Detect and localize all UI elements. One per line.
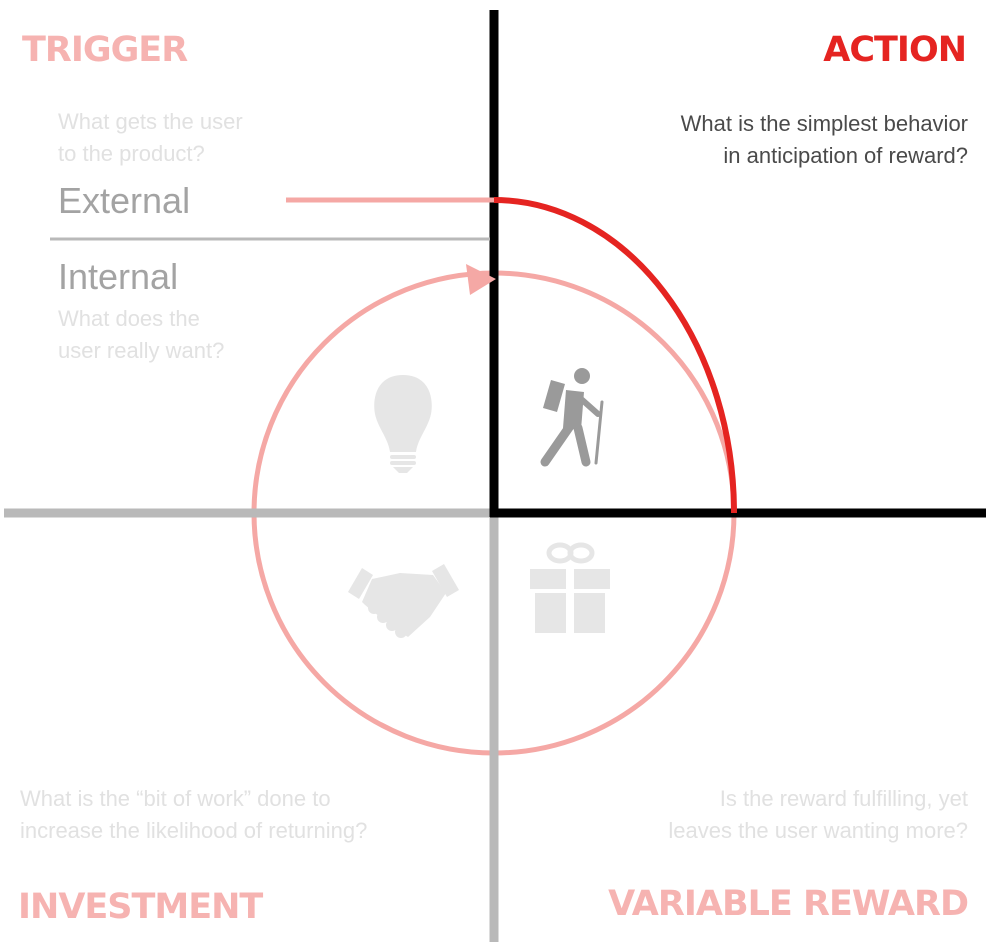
variable-reward-question-line-2: leaves the user wanting more? bbox=[668, 818, 968, 843]
action-arc bbox=[493, 197, 737, 514]
handshake-icon bbox=[348, 564, 459, 638]
action-heading: ACTION bbox=[823, 30, 967, 70]
internal-trigger-label: Internal bbox=[58, 256, 179, 297]
investment-heading: INVESTMENT bbox=[18, 887, 263, 927]
action-question-line-1: What is the simplest behavior bbox=[680, 111, 968, 136]
variable-reward-heading: VARIABLE REWARD bbox=[608, 884, 969, 924]
trigger-question-line-2: to the product? bbox=[58, 141, 205, 166]
gift-icon bbox=[530, 542, 610, 634]
external-trigger-label: External bbox=[58, 180, 191, 221]
loop-arrowhead bbox=[466, 264, 496, 295]
internal-question-line-2: user really want? bbox=[58, 338, 225, 363]
internal-question-line-1: What does the bbox=[58, 306, 200, 331]
variable-reward-question-line-1: Is the reward fulfilling, yet bbox=[719, 786, 968, 811]
hiker-icon bbox=[540, 368, 604, 467]
investment-question-line-2: increase the likelihood of returning? bbox=[20, 818, 368, 843]
trigger-heading: TRIGGER bbox=[22, 30, 188, 70]
action-question-line-2: in anticipation of reward? bbox=[723, 143, 968, 168]
trigger-question-line-1: What gets the user bbox=[58, 109, 243, 134]
lightbulb-icon bbox=[374, 375, 432, 473]
investment-question-line-1: What is the “bit of work” done to bbox=[20, 786, 331, 811]
